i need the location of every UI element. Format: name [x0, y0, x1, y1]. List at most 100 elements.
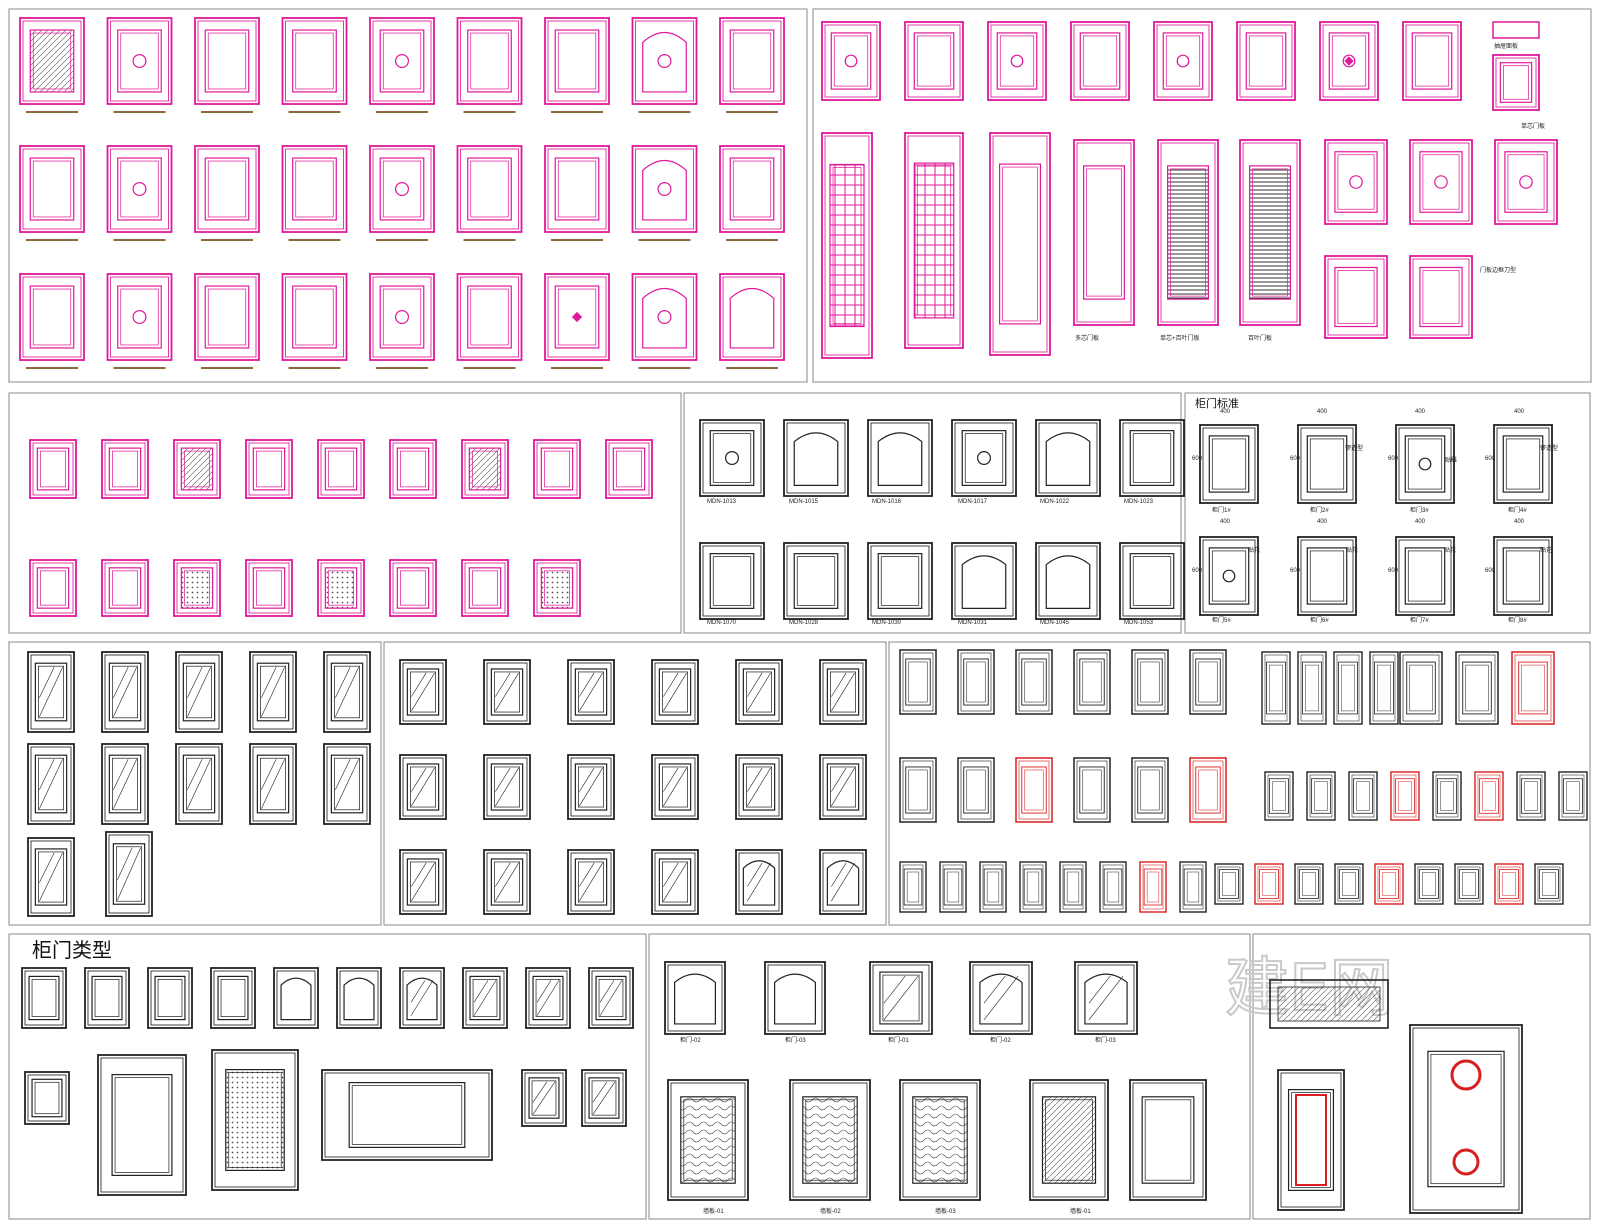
door-drawing — [389, 439, 437, 499]
standard-door-label: 柜门2# — [1310, 506, 1329, 514]
door-drawing — [369, 145, 435, 241]
door-drawing — [173, 439, 221, 499]
door-drawing — [1395, 424, 1455, 504]
mdn-code: MDN-1015 — [789, 499, 819, 505]
standard-door-dim-w: 400 — [1220, 519, 1231, 525]
standard-door-dim-h: 600 — [1485, 456, 1496, 462]
door-drawing — [1157, 139, 1219, 326]
door-drawing — [581, 1069, 627, 1127]
standard-door-dim-h: 600 — [1388, 456, 1399, 462]
standard-door-dim-w: 400 — [1415, 409, 1426, 415]
door-drawing — [369, 273, 435, 369]
standard-door-note: 贴花 — [1346, 546, 1358, 554]
mdn-code: MDN-1030 — [872, 620, 902, 626]
mdn-code: MDN-1023 — [1124, 499, 1154, 505]
door-drawing — [194, 17, 260, 113]
door-drawing — [667, 1079, 749, 1201]
door-drawing — [979, 861, 1007, 913]
door-drawing — [29, 559, 77, 617]
door-drawing — [389, 559, 437, 617]
door-drawing — [1261, 651, 1291, 725]
door-drawing — [869, 961, 933, 1035]
panel-frames — [8, 8, 1592, 1220]
door-drawing — [1073, 757, 1111, 823]
door-drawing — [19, 145, 85, 241]
door-drawing — [957, 649, 995, 715]
door-drawing — [194, 273, 260, 369]
door-drawing — [456, 145, 523, 241]
door-drawing — [336, 967, 382, 1029]
mdn-codes-row1: MDN-1013 MDN-1015 MDN-1016 MDN-1017 MDN-… — [707, 499, 1154, 505]
door-drawing — [735, 849, 783, 915]
wall-panel-label: 墙板-02 — [820, 1207, 841, 1215]
door-drawing — [101, 439, 149, 499]
door-drawing — [1131, 649, 1169, 715]
door-drawing — [1199, 536, 1259, 616]
door-drawing — [783, 419, 849, 497]
door-drawing — [588, 967, 634, 1029]
door-drawing — [399, 849, 447, 915]
door-drawing — [904, 21, 964, 101]
door-drawing — [1073, 649, 1111, 715]
door-drawing — [106, 145, 173, 241]
standard-door-dim-h: 600 — [1192, 456, 1203, 462]
bottom-door-labels: 柜门-02 柜门-03 柜门-01 柜门-02 柜门-03 墙板-01 墙板-0… — [680, 1036, 1116, 1215]
door-drawing — [1333, 651, 1363, 725]
door-drawing — [544, 273, 610, 369]
standard-door-note: 锣造型 — [1345, 444, 1363, 452]
door-drawing — [1070, 21, 1130, 101]
door-drawing — [1254, 863, 1284, 905]
door-drawing — [1399, 651, 1443, 725]
door-drawing — [1099, 861, 1127, 913]
door-drawing — [317, 439, 365, 499]
door-drawing — [19, 17, 85, 113]
door-drawing — [904, 132, 964, 349]
standard-door-dim-w: 400 — [1415, 519, 1426, 525]
standard-door-labels: 柜门1# 柜门2# 柜门3# 柜门4# 柜门5# 柜门6# 柜门7# 柜门8# … — [1192, 409, 1558, 624]
standard-door-label: 柜门5# — [1212, 616, 1231, 624]
door-drawing — [1348, 771, 1378, 821]
door-drawing — [27, 837, 75, 917]
ornate-drawer-inner — [1277, 986, 1381, 1022]
standard-door-dim-h: 600 — [1290, 568, 1301, 574]
door-label: 柜门-01 — [888, 1036, 909, 1044]
door-drawing — [461, 559, 509, 617]
door-drawing — [281, 273, 348, 369]
door-drawing — [735, 754, 783, 820]
door-drawing — [1493, 424, 1553, 504]
door-drawing — [281, 145, 348, 241]
wall-panel-label: 墙板-03 — [935, 1207, 956, 1215]
mdn-code: MDN-1045 — [1040, 620, 1070, 626]
door-drawing — [1402, 21, 1462, 101]
door-drawing — [1374, 863, 1404, 905]
standard-door-label: 柜门7# — [1410, 616, 1429, 624]
door-drawing — [631, 17, 698, 113]
door-drawing — [249, 743, 297, 825]
door-drawing — [1409, 255, 1473, 339]
door-drawing — [456, 273, 523, 369]
door-drawing — [783, 542, 849, 620]
door-drawing — [317, 559, 365, 617]
door-drawing — [483, 754, 531, 820]
door-drawing — [1492, 54, 1540, 111]
door-drawing — [899, 1079, 981, 1201]
standard-door-note: 贴雕 — [1445, 456, 1457, 464]
drawer-panel — [1492, 21, 1540, 39]
door-drawing — [1119, 419, 1185, 497]
door-drawing — [19, 273, 85, 369]
standard-door-dim-w: 400 — [1514, 519, 1525, 525]
standard-door-dim-h: 600 — [1290, 456, 1301, 462]
standard-door-note: 贴花 — [1540, 546, 1552, 554]
edge-profile-label: 门板边框刀型 — [1480, 266, 1516, 274]
door-drawing — [245, 439, 293, 499]
door-drawing — [1516, 771, 1546, 821]
door-drawing — [101, 743, 149, 825]
door-drawing — [1390, 771, 1420, 821]
door-drawing — [699, 542, 765, 620]
door-drawing — [399, 754, 447, 820]
door-drawing — [821, 21, 881, 101]
door-drawing — [735, 659, 783, 725]
door-label: 柜门-03 — [1095, 1036, 1116, 1044]
door-drawing — [211, 1049, 299, 1191]
